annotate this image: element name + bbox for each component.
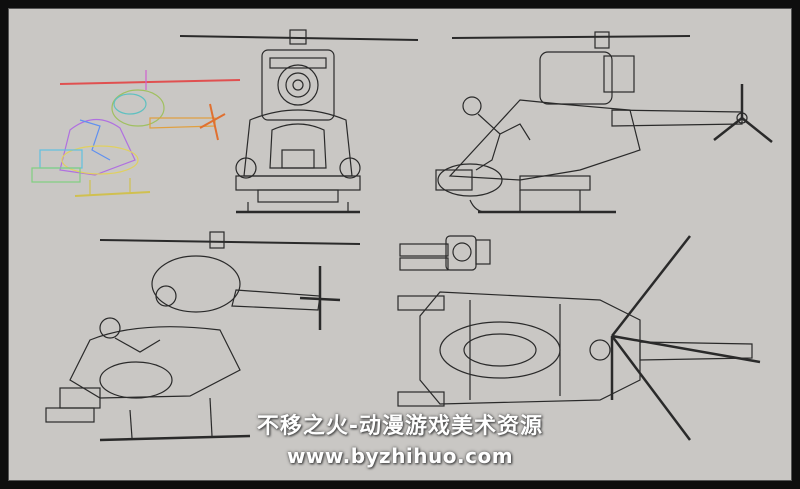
gatling-gun-detail: [399, 235, 491, 271]
watermark-title: 不移之火-动漫游戏美术资源: [256, 414, 544, 439]
helicopter-top-view: [397, 235, 761, 441]
helicopter-three-quarter-view: [45, 231, 361, 442]
helicopter-side-view-with-pilot: [435, 31, 773, 214]
helicopter-front-view: [179, 29, 419, 214]
helicopter-color-sketch: [31, 70, 241, 197]
watermark-url: www.byzhihuo.com: [286, 444, 514, 468]
